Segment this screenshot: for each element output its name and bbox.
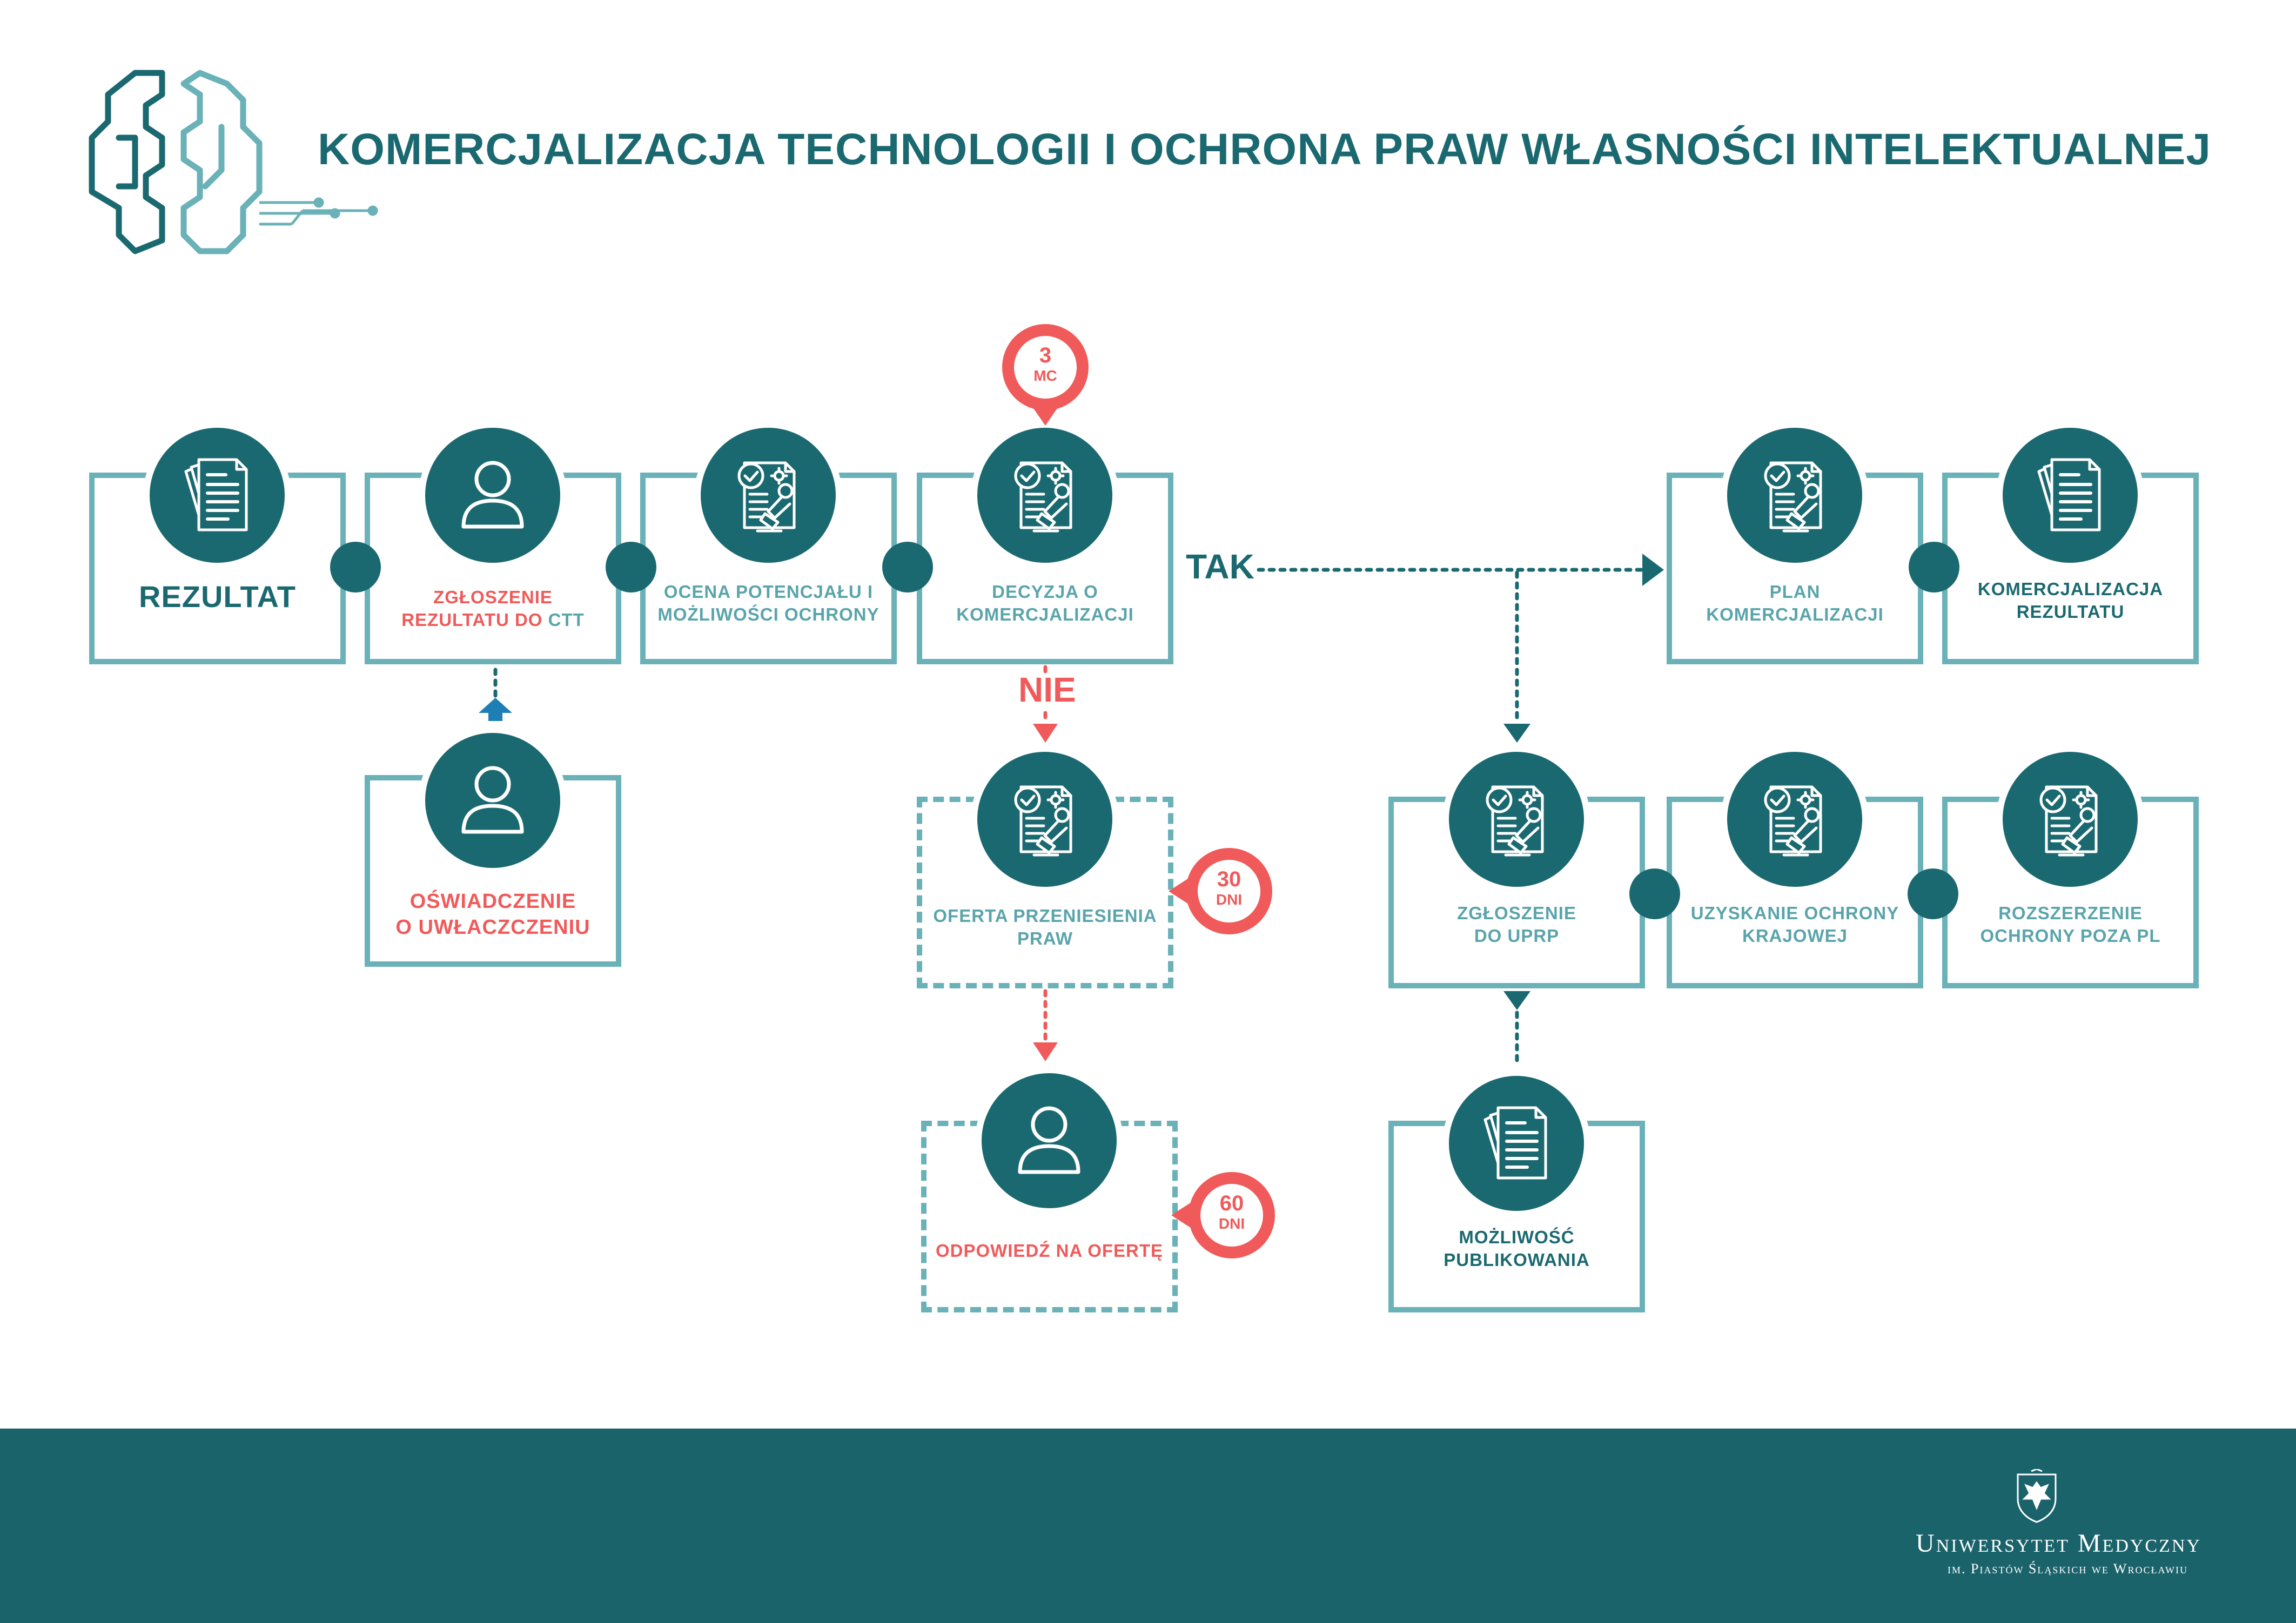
timer-60-dni: 60 DNI — [1167, 1172, 1275, 1258]
certificate-stamp-icon — [1002, 776, 1088, 863]
ocena-line2: MOŻLIWOŚCI OCHRONY — [657, 604, 880, 624]
timer-30-unit: DNI — [1216, 891, 1243, 908]
timer-60-num: 60 — [1219, 1191, 1244, 1215]
zgloszenie-line2a: REZULTATU DO — [401, 610, 548, 630]
label-oferta-przeniesienia: OFERTA PRZENIESIENIA PRAW — [922, 905, 1168, 950]
branch-nie: NIE — [1018, 670, 1076, 709]
label-zgloszenie-rezultatu: ZGŁOSZENIE REZULTATU DO CTT — [370, 586, 616, 631]
person-circle — [419, 421, 567, 569]
certificate-stamp-icon — [1473, 776, 1560, 863]
oswiadczenie-line1: OŚWIADCZENIE — [409, 890, 576, 913]
odpowiedz-text: ODPOWIEDŹ NA OFERTĘ — [935, 1241, 1164, 1261]
krajowa-line1: UZYSKANIE OCHRONY — [1690, 903, 1899, 923]
connector-dot — [606, 542, 656, 592]
timer-3-mc: 3 MC — [1002, 324, 1089, 432]
certificate-stamp-icon — [1751, 776, 1838, 863]
decyzja-line1: DECYZJA O — [992, 582, 1098, 602]
box-odpowiedz-na-oferte — [921, 1121, 1178, 1312]
documents-icon — [174, 452, 260, 538]
label-rezultat: REZULTAT — [95, 581, 340, 613]
oswiadczenie-line2: O UWŁACZCZENIU — [395, 916, 590, 939]
documents-icon — [1473, 1100, 1560, 1187]
label-mozliwosc-publikowania: MOŻLIWOŚĆ PUBLIKOWANIA — [1394, 1226, 1640, 1271]
person-icon — [1006, 1097, 1092, 1184]
label-oswiadczenie: OŚWIADCZENIE O UWŁACZCZENIU — [370, 888, 616, 940]
label-plan-komercjalizacji: PLAN KOMERCJALIZACJI — [1672, 581, 1918, 626]
documents-circle — [1442, 1069, 1590, 1217]
certificate-circle — [1721, 421, 1869, 569]
label-decyzja: DECYZJA O KOMERCJALIZACJI — [922, 581, 1168, 626]
timer-30-dni: 30 DNI — [1164, 848, 1272, 934]
footer-band — [0, 1429, 2296, 1623]
uprp-line2: DO UPRP — [1474, 926, 1560, 946]
label-odpowiedz-na-oferte: ODPOWIEDŹ NA OFERTĘ — [927, 1240, 1172, 1262]
certificate-circle — [971, 421, 1119, 569]
krajowa-line2: KRAJOWEJ — [1742, 926, 1848, 946]
zgloszenie-line1: ZGŁOSZENIE — [433, 587, 553, 607]
timer-3-num: 3 — [1039, 344, 1052, 367]
label-zgloszenie-do-uprp: ZGŁOSZENIE DO UPRP — [1394, 902, 1640, 947]
oferta-line2: PRAW — [1017, 928, 1073, 948]
documents-circle — [1996, 421, 2144, 569]
label-rozszerzenie-ochrony: ROZSZERZENIE OCHRONY POZA PL — [1948, 902, 2193, 947]
uprp-line1: ZGŁOSZENIE — [1457, 903, 1576, 923]
certificate-circle — [1996, 745, 2144, 893]
flow-connectors — [479, 554, 1664, 1066]
poza-line1: ROZSZERZENIE — [1998, 903, 2143, 923]
eagle-crest-icon — [2017, 1469, 2057, 1523]
certificate-stamp-icon — [725, 452, 811, 538]
certificate-stamp-icon — [1002, 452, 1088, 538]
connector-dot — [1908, 868, 1958, 919]
university-subtitle: im. Piastów Śląskich we Wrocławiu — [1947, 1561, 2188, 1577]
university-name: Uniwersytet Medyczny — [1916, 1529, 2201, 1558]
ctt-text: CTT — [548, 610, 585, 630]
label-komercjalizacja-rezultatu: KOMERCJALIZACJA REZULTATU — [1948, 578, 2193, 623]
certificate-circle — [694, 421, 842, 569]
person-circle — [419, 726, 567, 874]
certificate-circle — [971, 745, 1119, 893]
komercjalizacja-line2: REZULTATU — [2016, 602, 2125, 622]
rezultat-text: REZULTAT — [138, 580, 297, 614]
connector-dot — [1629, 868, 1680, 919]
certificate-stamp-icon — [2027, 776, 2113, 863]
publikowanie-line2: PUBLIKOWANIA — [1444, 1250, 1590, 1270]
documents-icon — [2027, 452, 2113, 538]
certificate-circle — [1442, 745, 1590, 893]
certificate-stamp-icon — [1751, 452, 1838, 538]
connector-dot — [1909, 542, 1959, 592]
plan-line1: PLAN — [1769, 582, 1821, 602]
ocena-line1: OCENA POTENCJAŁU I — [663, 582, 874, 602]
komercjalizacja-line1: KOMERCJALIZACJA — [1977, 579, 2164, 599]
page-title: KOMERCJALIZACJA TECHNOLOGII I OCHRONA PR… — [318, 125, 2211, 174]
brain-circuit-logo — [81, 62, 384, 262]
zgloszenie-line2: REZULTATU DO CTT — [370, 609, 616, 631]
decyzja-line2: KOMERCJALIZACJI — [956, 604, 1134, 624]
certificate-circle — [1721, 745, 1869, 893]
timer-3-unit: MC — [1033, 367, 1057, 384]
label-uzyskanie-ochrony: UZYSKANIE OCHRONY KRAJOWEJ — [1672, 902, 1918, 947]
brain-circuit-logo-icon — [89, 70, 378, 254]
label-ocena-potencjalu: OCENA POTENCJAŁU I MOŻLIWOŚCI OCHRONY — [646, 581, 891, 626]
connector-dot — [882, 542, 933, 592]
documents-circle — [143, 421, 291, 569]
person-icon — [449, 757, 536, 844]
poza-line2: OCHRONY POZA PL — [1980, 926, 2161, 946]
timer-30-num: 30 — [1217, 867, 1241, 891]
person-icon — [449, 452, 536, 538]
oferta-line1: OFERTA PRZENIESIENIA — [933, 906, 1157, 926]
person-circle — [975, 1067, 1123, 1215]
publikowanie-line1: MOŻLIWOŚĆ — [1459, 1227, 1575, 1247]
timer-60-unit: DNI — [1218, 1215, 1245, 1232]
plan-line2: KOMERCJALIZACJI — [1706, 604, 1884, 624]
connector-dot — [330, 542, 381, 592]
branch-tak: TAK — [1186, 547, 1254, 586]
